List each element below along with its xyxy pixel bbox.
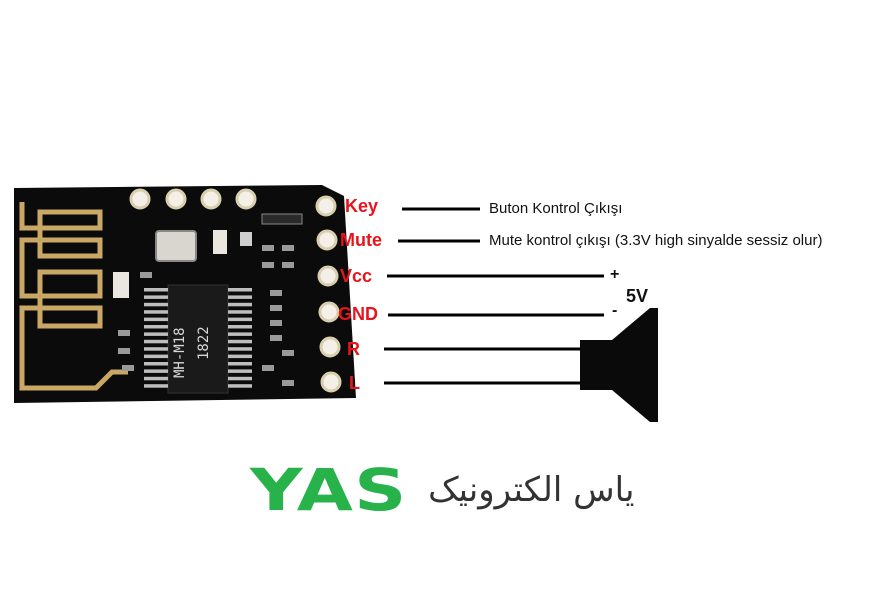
chip-date-code: 1822 — [196, 326, 212, 360]
pin-label-vcc: Vcc — [340, 266, 373, 286]
chip-model-label: MH-M18 — [172, 327, 188, 378]
main-ic — [144, 284, 252, 394]
pin-label-gnd: GND — [338, 304, 378, 324]
wires — [384, 207, 604, 385]
pin-label-r: R — [347, 339, 360, 359]
brand-name: یاس الکترونیک — [428, 470, 635, 510]
pin-label-l: L — [349, 373, 360, 393]
mute-description: Mute kontrol çıkışı (3.3V high sinyalde … — [489, 232, 823, 249]
crystal — [155, 230, 197, 262]
voltage-label: 5V — [626, 286, 649, 306]
pin-label-mute: Mute — [340, 230, 382, 250]
key-description: Buton Kontrol Çıkışı — [489, 200, 623, 217]
bluetooth-module-board — [14, 185, 356, 403]
speaker-icon — [580, 308, 658, 422]
right-pads — [315, 195, 342, 393]
pcb-antenna — [19, 202, 128, 391]
top-pads — [129, 188, 257, 210]
brand-logo: YAS — [250, 456, 408, 524]
pin-label-key: Key — [345, 196, 379, 216]
brand-footer: YAS یاس الکترونیک — [250, 455, 680, 525]
minus-sign: - — [612, 302, 618, 319]
plus-sign: + — [610, 266, 620, 283]
